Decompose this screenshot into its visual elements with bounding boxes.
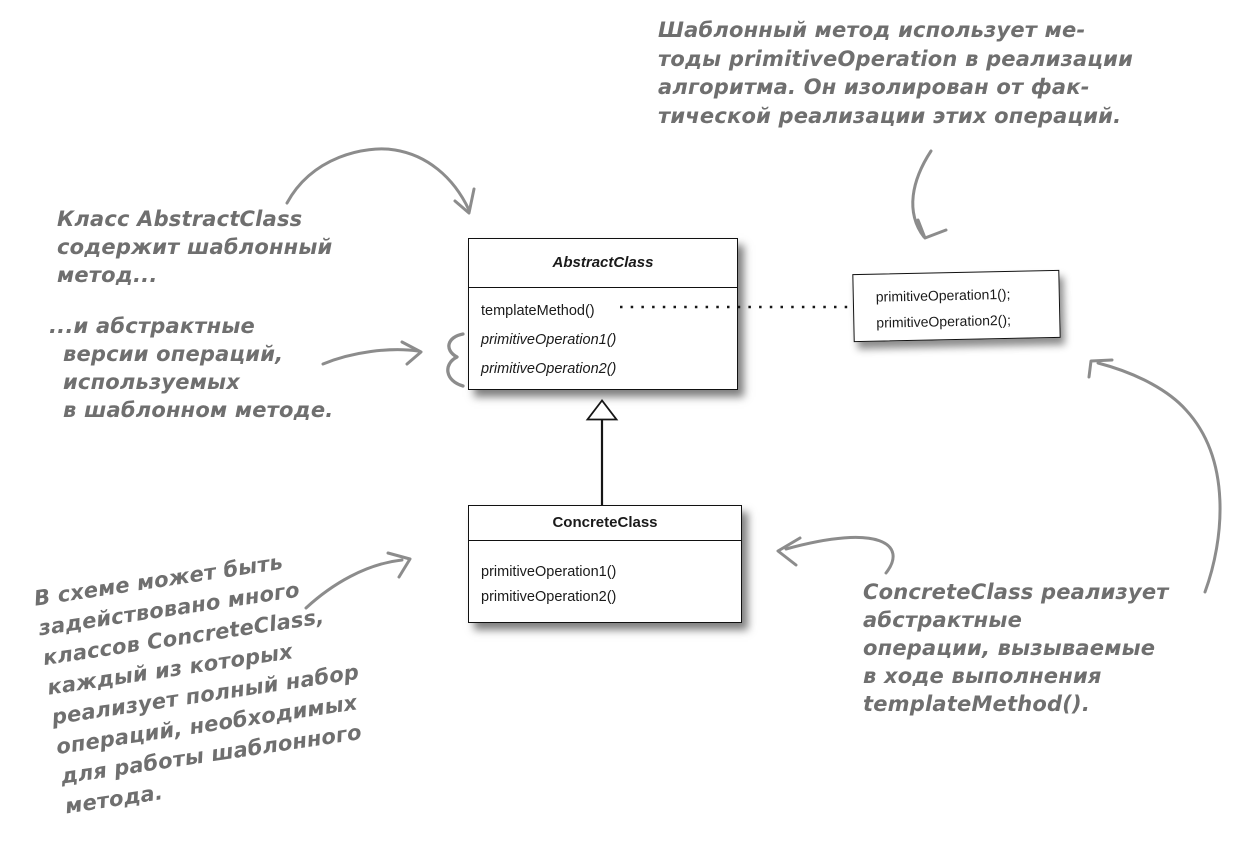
concrete-class-box: ConcreteClass primitiveOperation1() prim… [468,505,742,623]
code-snippet-box: primitiveOperation1(); primitiveOperatio… [852,269,1061,343]
annotation-line: templateMethod(). [863,692,1091,716]
method-primitive-operation-2: primitiveOperation2() [481,588,617,605]
annotation-line: тической реализации этих операций. [658,103,1122,128]
arrow-to-code-box-icon [911,149,948,240]
arrow-to-abstract-operations-icon [321,340,423,366]
annotation-line: абстрактные [863,608,1023,632]
method-primitive-operation-2: primitiveOperation2() [481,360,617,377]
arrow-to-code-box-tall-icon [1087,358,1222,594]
annotation-abstract-operations: ...и абстрактные версии операций, исполь… [49,312,334,424]
annotation-line: в ходе выполнения [863,664,1102,688]
arrow-to-abstract-class-icon [285,147,476,215]
abstract-class-box: AbstractClass templateMethod() primitive… [468,238,738,390]
annotation-many-concrete-classes: В схеме может быть задействовано много к… [32,538,374,821]
method-primitive-operation-1: primitiveOperation1() [481,331,617,348]
annotation-line: версии операций, [63,342,284,366]
inheritance-triangle-icon [585,399,619,421]
annotation-abstract-class-contains: Класс AbstractClass содержит шаблонный м… [57,205,332,289]
concrete-class-title: ConcreteClass [469,506,741,541]
annotation-line: в шаблонном методе. [63,398,334,422]
annotation-line: операции, вызываемые [863,636,1156,660]
annotation-line: алгоритма. Он изолирован от фак- [658,75,1090,99]
annotation-line: ...и абстрактные [49,314,255,338]
method-primitive-operation-1: primitiveOperation1() [481,563,617,580]
brace-icon [446,332,465,388]
code-line-primitive-operation-2: primitiveOperation2(); [876,311,1012,331]
annotation-line: тоды primitiveOperation в реализации [658,46,1133,71]
annotation-line: содержит шаблонный [57,235,333,259]
annotation-line: метод... [57,263,158,287]
concrete-class-methods: primitiveOperation1() primitiveOperation… [469,541,741,610]
code-line-primitive-operation-1: primitiveOperation1(); [875,285,1011,305]
arrow-to-concrete-class-right-icon [776,535,895,575]
annotation-line: используемых [63,370,240,394]
annotation-line: Класс AbstractClass [57,207,303,231]
annotation-template-method-uses: Шаблонный метод использует ме- тоды prim… [658,16,1133,130]
method-template-method: templateMethod() [481,302,595,319]
abstract-class-title: AbstractClass [469,239,737,288]
abstract-class-methods: templateMethod() primitiveOperation1() p… [469,288,737,384]
annotation-concrete-implements: ConcreteClass реализует абстрактные опер… [863,578,1169,718]
annotation-line: Шаблонный метод использует ме- [658,18,1086,42]
annotation-line: ConcreteClass реализует [863,580,1169,604]
